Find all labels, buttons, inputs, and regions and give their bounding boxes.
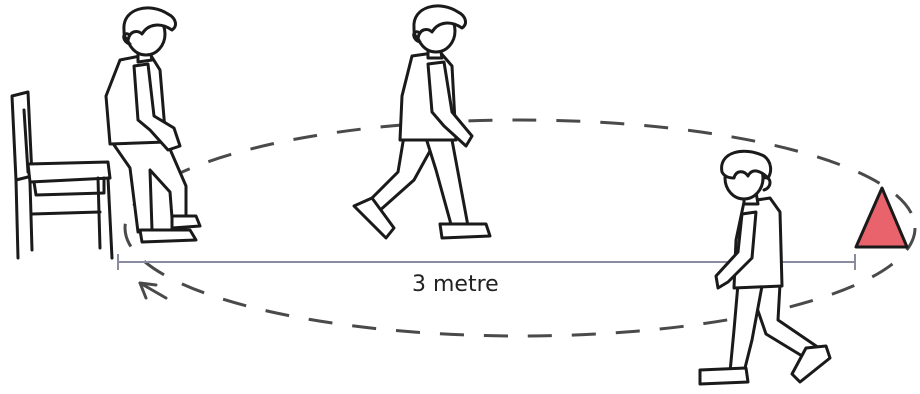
return-arrow-icon bbox=[140, 283, 166, 298]
person-standing-up bbox=[106, 8, 200, 242]
distance-label: 3 metre bbox=[412, 272, 499, 297]
walking-path bbox=[125, 120, 915, 336]
person-walking-right bbox=[700, 151, 830, 384]
chair-icon bbox=[12, 92, 112, 258]
